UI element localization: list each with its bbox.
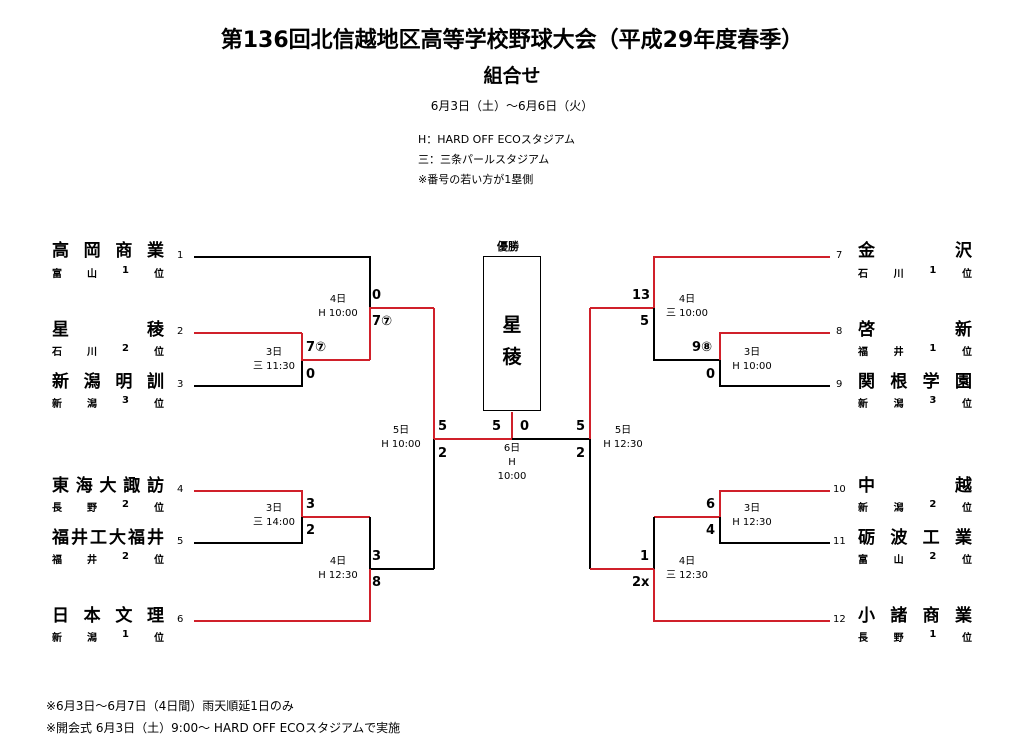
team-name-seed1: 高岡商業 bbox=[52, 241, 164, 261]
legend-venue-sanjo: 三：三条パールスタジアム bbox=[418, 153, 550, 166]
seed-number-3: 3 bbox=[177, 379, 184, 390]
line-r-qfa-bottom bbox=[653, 308, 720, 361]
team-name-seed4: 東海大諏訪 bbox=[52, 476, 164, 496]
team-name-seed8: 啓新 bbox=[858, 320, 972, 340]
score-r-sf-bottom: 2 bbox=[576, 446, 586, 461]
score-r-qfa-bottom: 5 bbox=[640, 314, 650, 329]
score-l-r1b-top: 3 bbox=[306, 497, 316, 512]
team-name-seed3: 新潟明訓 bbox=[52, 372, 164, 392]
match-info-r-qfb: 4日三 12:30 bbox=[666, 556, 708, 581]
match-info-l-r1a: 3日三 11:30 bbox=[253, 347, 295, 372]
team-name-seed12: 小諸商業 bbox=[858, 606, 972, 626]
seed-number-11: 11 bbox=[833, 536, 846, 547]
seed-number-7: 7 bbox=[836, 250, 843, 261]
team-name-seed2: 星稜 bbox=[52, 320, 164, 340]
champion-label: 優勝 bbox=[497, 240, 519, 253]
team-name-seed11: 砺波工業 bbox=[858, 528, 972, 548]
seed-number-9: 9 bbox=[836, 379, 843, 390]
legend-venue-h: H：HARD OFF ECOスタジアム bbox=[418, 133, 576, 146]
champion-box: 星 稜 bbox=[483, 256, 541, 411]
score-l-r1b-bottom: 2 bbox=[306, 523, 316, 538]
score-r-r1b-top: 6 bbox=[706, 497, 716, 512]
seed-number-1: 1 bbox=[177, 250, 184, 261]
team-name-seed7: 金沢 bbox=[858, 241, 972, 261]
team-name-seed10: 中越 bbox=[858, 476, 972, 496]
seed-number-12: 12 bbox=[833, 614, 846, 625]
seed-number-2: 2 bbox=[177, 326, 184, 337]
seed-number-6: 6 bbox=[177, 614, 184, 625]
line-seed1 bbox=[194, 256, 371, 308]
score-l-r1a-bottom: 0 bbox=[306, 367, 316, 382]
line-seed9 bbox=[719, 360, 830, 387]
line-l-qfa-winner bbox=[369, 307, 434, 360]
score-r-r1a-bottom: 0 bbox=[706, 367, 716, 382]
score-l-r1a-top: 7⑦ bbox=[306, 340, 327, 355]
line-seed5 bbox=[194, 517, 303, 544]
line-seed7 bbox=[653, 256, 830, 308]
score-r-qfb-bottom: 2x bbox=[632, 575, 650, 590]
score-final-right: 0 bbox=[520, 419, 530, 434]
score-r-sf-top: 5 bbox=[576, 419, 586, 434]
champion-name-char-2: 稜 bbox=[502, 346, 522, 368]
score-l-qfb-bottom: 8 bbox=[372, 575, 382, 590]
note-rain-schedule: ※6月3日～6月7日（4日間）雨天順延1日のみ bbox=[46, 699, 294, 713]
line-l-r1a-up bbox=[301, 333, 370, 361]
match-info-r-qfa: 4日三 10:00 bbox=[666, 294, 708, 319]
line-seed10 bbox=[654, 490, 830, 518]
score-r-r1a-top: 9⑧ bbox=[692, 340, 713, 355]
score-r-qfa-top: 13 bbox=[632, 288, 651, 303]
score-l-sf-bottom: 2 bbox=[438, 446, 448, 461]
score-l-qfa-bottom: 7⑦ bbox=[372, 314, 393, 329]
score-l-sf-top: 5 bbox=[438, 419, 448, 434]
seed-number-5: 5 bbox=[177, 536, 184, 547]
team-name-seed6: 日本文理 bbox=[52, 606, 164, 626]
seed-number-8: 8 bbox=[836, 326, 843, 337]
seed-number-10: 10 bbox=[833, 484, 846, 495]
tournament-dates: 6月3日（土）～6月6日（火） bbox=[430, 99, 594, 113]
page-title: 第136回北信越地区高等学校野球大会（平成29年度春季） bbox=[220, 28, 804, 53]
team-name-seed5: 福井工大福井 bbox=[52, 528, 164, 548]
champion-name-char-1: 星 bbox=[502, 314, 522, 336]
page-subtitle: 組合せ bbox=[483, 65, 541, 87]
match-info-l-r1b: 3日三 14:00 bbox=[253, 503, 295, 528]
line-seed4 bbox=[194, 490, 370, 518]
line-seed11 bbox=[719, 517, 830, 544]
legend-note-first-base: ※番号の若い方が1塁側 bbox=[418, 173, 534, 186]
score-r-r1b-bottom: 4 bbox=[706, 523, 716, 538]
line-seed6 bbox=[194, 569, 371, 622]
seed-number-4: 4 bbox=[177, 484, 184, 495]
score-r-qfb-top: 1 bbox=[640, 549, 650, 564]
match-info-final: 6日 H 10:00 bbox=[497, 443, 527, 482]
score-l-qfb-top: 3 bbox=[372, 549, 382, 564]
team-name-seed9: 関根学園 bbox=[858, 372, 972, 392]
score-l-qfa-top: 0 bbox=[372, 288, 382, 303]
line-seed12 bbox=[653, 569, 830, 622]
line-seed8 bbox=[719, 332, 830, 360]
score-final-left: 5 bbox=[492, 419, 502, 434]
note-opening-ceremony: ※開会式 6月3日（土）9:00～ HARD OFF ECOスタジアムで実施 bbox=[46, 721, 401, 735]
